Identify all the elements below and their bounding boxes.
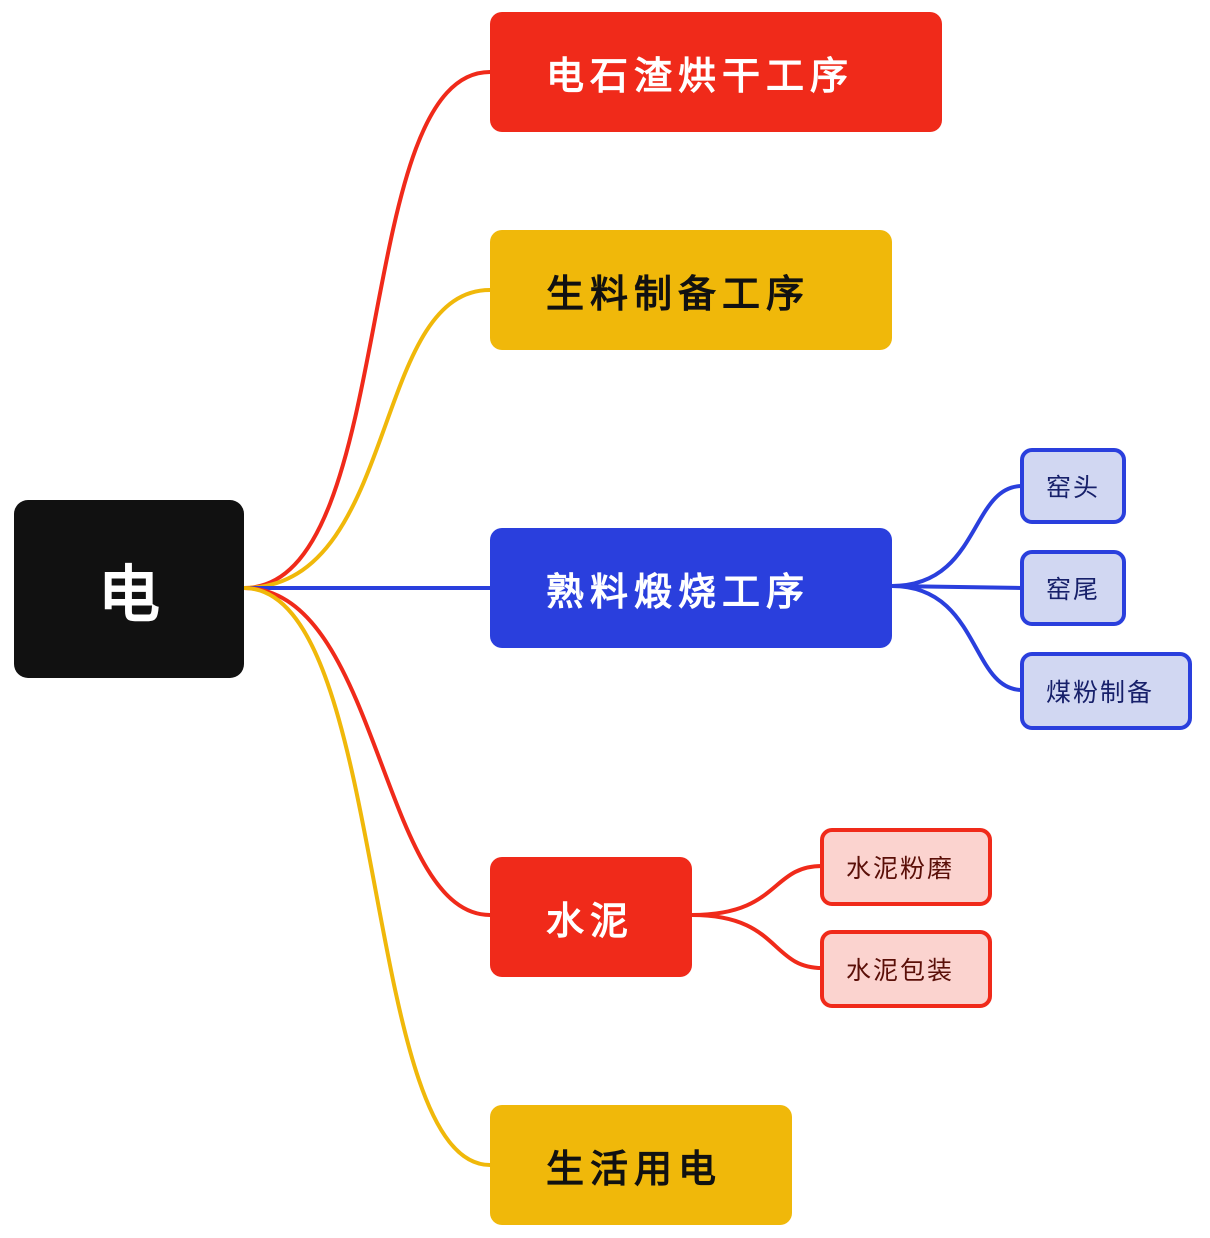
root-label: 电 bbox=[97, 558, 160, 631]
subnode-cement-packing[interactable]: 水泥包装 bbox=[820, 930, 992, 1008]
branch-node-drying[interactable]: 电石渣烘干工序 bbox=[490, 12, 942, 132]
link-root-b4 bbox=[243, 586, 491, 917]
branch-label: 水泥 bbox=[546, 898, 635, 943]
link-b4-c1 bbox=[691, 864, 823, 917]
subnode-label: 窑尾 bbox=[1046, 575, 1101, 604]
branch-label: 电石渣烘干工序 bbox=[546, 53, 855, 98]
subnode-cement-grinding[interactable]: 水泥粉磨 bbox=[820, 828, 992, 906]
branch-label: 熟料煅烧工序 bbox=[546, 569, 811, 614]
link-b3-c2 bbox=[891, 584, 1023, 590]
branch-node-domestic[interactable]: 生活用电 bbox=[490, 1105, 792, 1225]
subnode-coal-prep[interactable]: 煤粉制备 bbox=[1020, 652, 1192, 730]
subnode-kiln-head[interactable]: 窑头 bbox=[1020, 448, 1126, 524]
subnode-label: 煤粉制备 bbox=[1046, 678, 1155, 707]
subnode-label: 窑头 bbox=[1046, 473, 1101, 502]
link-b4-c2 bbox=[691, 913, 823, 970]
branch-node-clinker[interactable]: 熟料煅烧工序 bbox=[490, 528, 892, 648]
link-root-b2 bbox=[243, 288, 491, 590]
link-root-b1 bbox=[243, 70, 491, 590]
subnode-label: 水泥粉磨 bbox=[846, 854, 955, 883]
branch-label: 生料制备工序 bbox=[546, 271, 811, 316]
link-root-b5 bbox=[243, 586, 491, 1167]
link-b3-c1 bbox=[891, 484, 1023, 588]
branch-label: 生活用电 bbox=[546, 1146, 723, 1191]
root-node[interactable]: 电 bbox=[14, 500, 244, 678]
branch-node-cement[interactable]: 水泥 bbox=[490, 857, 692, 977]
subnode-kiln-tail[interactable]: 窑尾 bbox=[1020, 550, 1126, 626]
link-b3-c3 bbox=[891, 584, 1023, 692]
subnode-label: 水泥包装 bbox=[846, 956, 955, 985]
branch-node-raw-meal[interactable]: 生料制备工序 bbox=[490, 230, 892, 350]
